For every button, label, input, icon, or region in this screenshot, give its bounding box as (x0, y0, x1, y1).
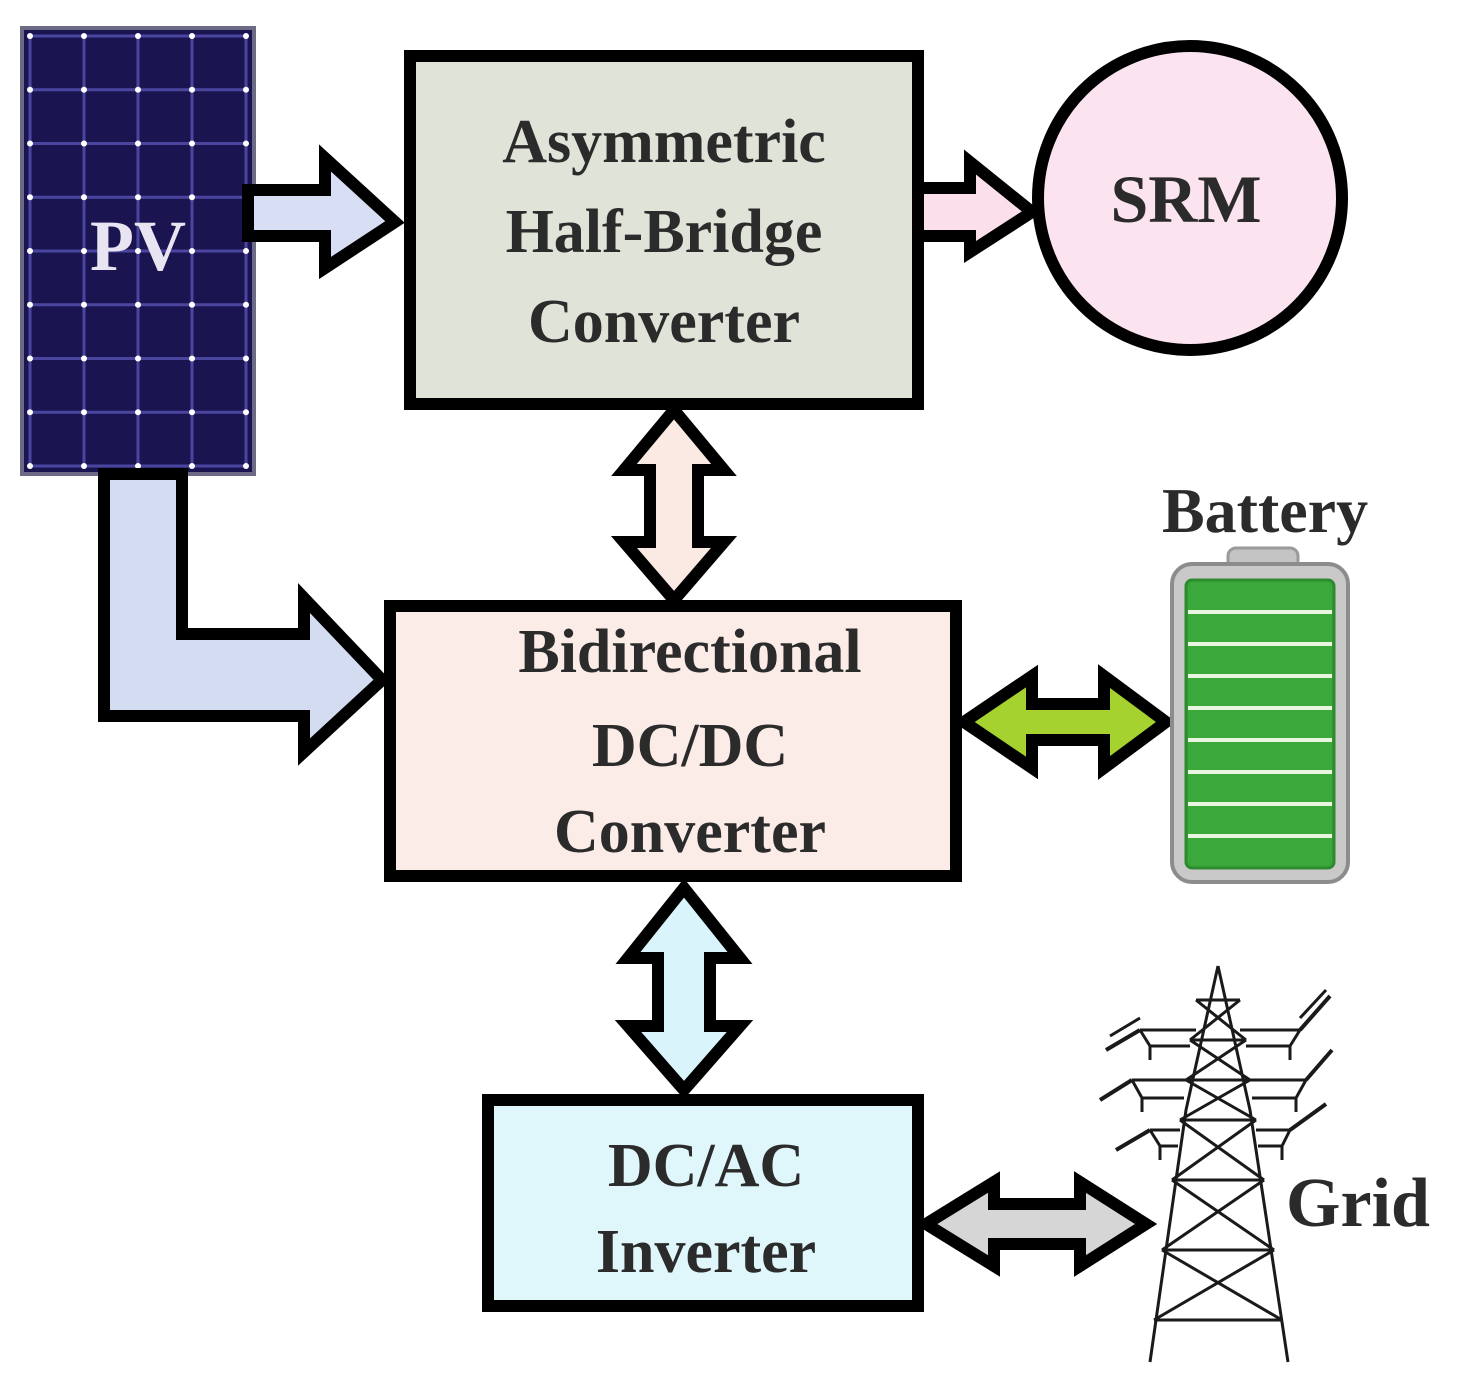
bidirectional-dcdc-converter-block: Bidirectional DC/DC Converter (384, 600, 962, 882)
solar-panel-icon: PV (20, 26, 256, 476)
bidir-line-1: Bidirectional (518, 618, 861, 686)
arrow-ahb-to-srm (912, 149, 1043, 264)
arrow-inverter-grid-bidirectional (914, 1171, 1158, 1277)
srm-label: SRM (1110, 161, 1261, 237)
arrow-bidir-inverter-bidirectional (614, 878, 754, 1100)
srm-motor-node: SRM (1032, 40, 1348, 356)
transmission-tower-icon: Grid (1098, 965, 1430, 1363)
inverter-line-2: Inverter (596, 1218, 816, 1286)
ahb-line-3: Converter (528, 288, 800, 356)
arrow-bidir-battery-bidirectional (953, 664, 1177, 780)
battery-label: Battery (1162, 475, 1368, 546)
asymmetric-half-bridge-converter-block: Asymmetric Half-Bridge Converter (404, 50, 924, 410)
bidir-line-3: Converter (554, 798, 826, 866)
pv-label: PV (90, 206, 186, 286)
arrow-ahb-bidir-bidirectional (610, 400, 738, 610)
ahb-line-1: Asymmetric (502, 108, 826, 176)
grid-label: Grid (1286, 1165, 1430, 1242)
ahb-line-2: Half-Bridge (506, 198, 823, 266)
inverter-line-1: DC/AC (608, 1132, 804, 1200)
bidir-line-2: DC/DC (592, 712, 788, 780)
arrow-pv-to-bidir (98, 468, 391, 766)
dcac-inverter-block: DC/AC Inverter (482, 1094, 924, 1312)
battery-icon: Battery (1162, 475, 1368, 884)
arrow-pv-to-ahb (242, 144, 405, 280)
